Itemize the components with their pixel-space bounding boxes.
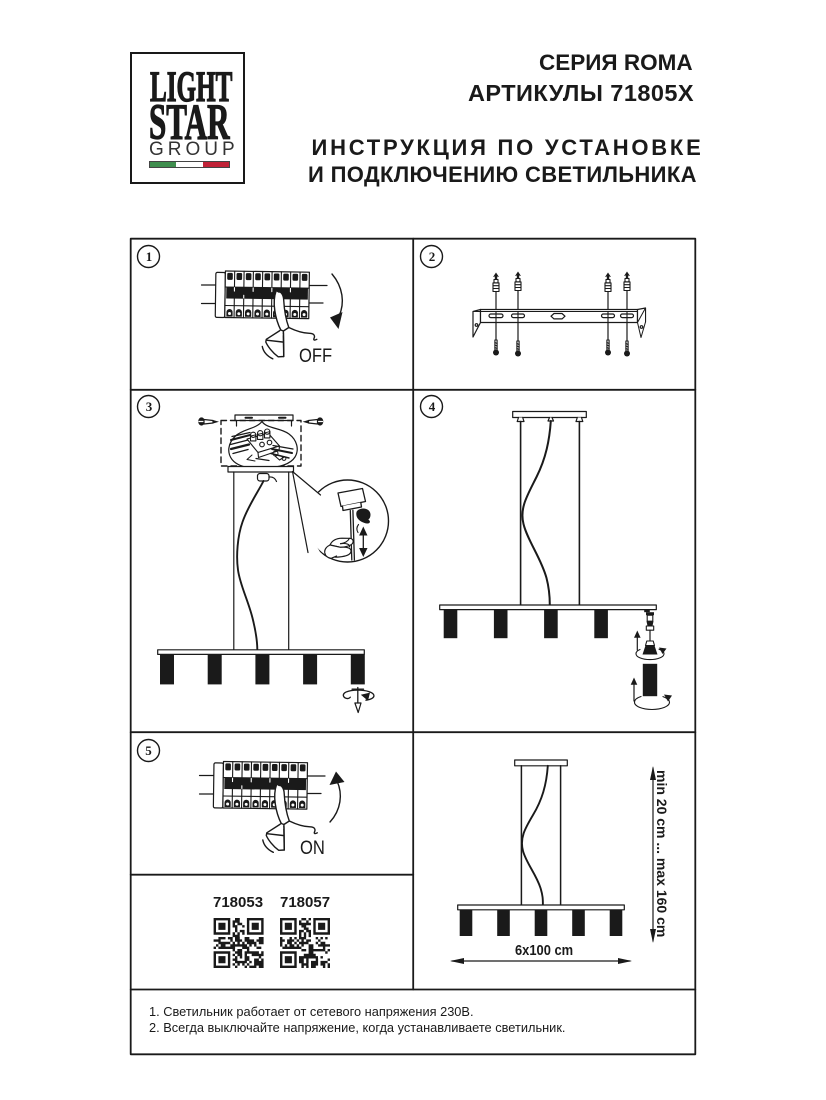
- svg-text:1: 1: [146, 249, 153, 264]
- svg-text:3: 3: [146, 399, 153, 414]
- svg-text:2: 2: [429, 249, 436, 264]
- svg-text:4: 4: [429, 399, 436, 414]
- svg-text:5: 5: [145, 743, 152, 758]
